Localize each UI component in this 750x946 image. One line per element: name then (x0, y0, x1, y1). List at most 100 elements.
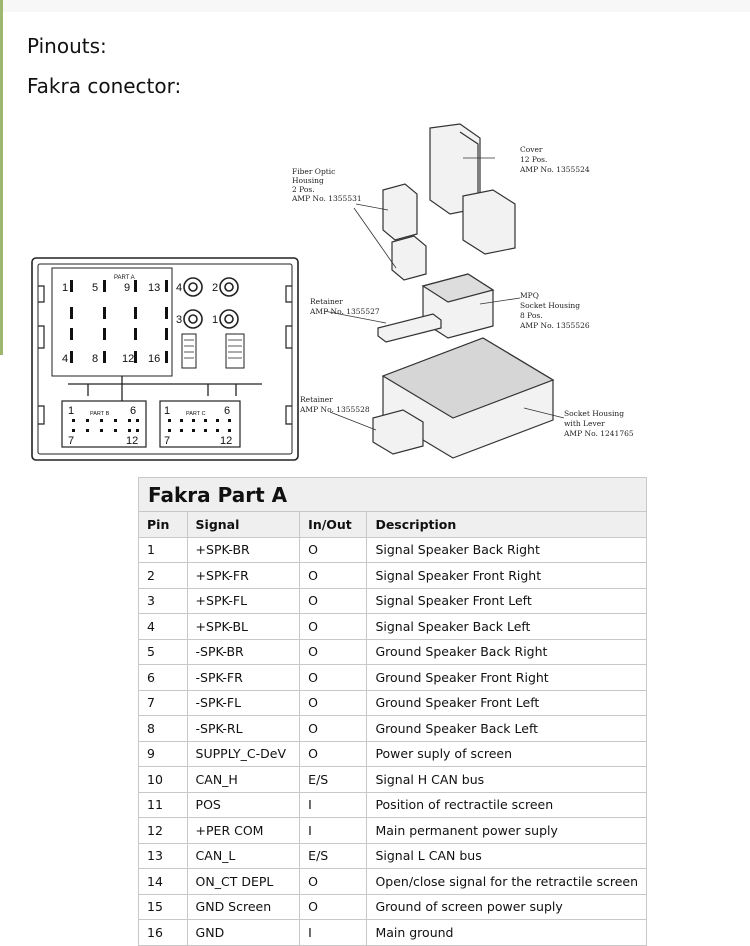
description-cell: Ground Speaker Back Right (366, 638, 647, 665)
svg-text:12: 12 (220, 435, 232, 447)
svg-text:Fiber Optic: Fiber Optic (292, 167, 335, 176)
svg-text:3: 3 (176, 314, 182, 326)
signal-cell: -SPK-BR (186, 638, 301, 665)
signal-cell: CAN_L (186, 842, 301, 869)
in-out-cell: O (299, 638, 368, 665)
svg-text:1: 1 (62, 282, 68, 294)
column-header-signal: Signal (186, 511, 301, 538)
in-out-cell: I (299, 919, 368, 946)
heading-fakra-connector: Fakra conector: (27, 74, 182, 98)
signal-cell: CAN_H (186, 766, 301, 793)
signal-cell: -SPK-FL (186, 689, 301, 716)
description-cell: Signal L CAN bus (366, 842, 647, 869)
svg-text:8 Pos.: 8 Pos. (520, 311, 543, 320)
heading-pinouts: Pinouts: (27, 34, 107, 58)
in-out-cell: O (299, 613, 368, 640)
pin-cell: 11 (138, 791, 188, 818)
svg-text:Retainer: Retainer (310, 297, 343, 306)
pin-cell: 3 (138, 587, 188, 614)
pin-cell: 12 (138, 817, 188, 844)
svg-text:2: 2 (212, 282, 218, 294)
in-out-cell: O (299, 664, 368, 691)
description-cell: Signal Speaker Front Right (366, 562, 647, 589)
signal-cell: +SPK-BR (186, 536, 301, 563)
description-cell: Main permanent power suply (366, 817, 647, 844)
signal-cell: +PER COM (186, 817, 301, 844)
svg-text:1: 1 (212, 314, 218, 326)
exploded-housing-diagram: Cover 12 Pos. AMP No. 1355524 Fiber Opti… (291, 123, 634, 459)
left-accent-rule (0, 0, 3, 355)
svg-text:9: 9 (124, 282, 130, 294)
svg-text:6: 6 (224, 405, 230, 417)
in-out-cell: O (299, 562, 368, 589)
svg-text:12: 12 (122, 353, 134, 365)
in-out-cell: O (299, 536, 368, 563)
description-cell: Ground of screen power suply (366, 893, 647, 920)
pin-cell: 9 (138, 740, 188, 767)
svg-text:16: 16 (148, 353, 160, 365)
svg-text:7: 7 (164, 435, 170, 447)
svg-text:with Lever: with Lever (564, 419, 605, 428)
description-cell: Signal Speaker Back Right (366, 536, 647, 563)
svg-text:AMP No. 1355528: AMP No. 1355528 (299, 405, 370, 414)
svg-text:AMP No. 1355531: AMP No. 1355531 (291, 194, 362, 203)
svg-text:4: 4 (176, 282, 182, 294)
signal-cell: +SPK-FR (186, 562, 301, 589)
description-cell: Signal H CAN bus (366, 766, 647, 793)
svg-text:AMP No. 1355527: AMP No. 1355527 (309, 307, 380, 316)
svg-text:1: 1 (164, 405, 170, 417)
in-out-cell: I (299, 817, 368, 844)
in-out-cell: O (299, 893, 368, 920)
pin-cell: 10 (138, 766, 188, 793)
pin-cell: 2 (138, 562, 188, 589)
in-out-cell: O (299, 868, 368, 895)
pin-cell: 8 (138, 715, 188, 742)
svg-text:Retainer: Retainer (300, 395, 333, 404)
svg-text:MPQ: MPQ (520, 291, 539, 300)
signal-cell: ON_CT DEPL (186, 868, 301, 895)
description-cell: Ground Speaker Front Left (366, 689, 647, 716)
column-header-in-out: In/Out (299, 511, 368, 538)
svg-text:8: 8 (92, 353, 98, 365)
description-cell: Ground Speaker Front Right (366, 664, 647, 691)
pin-cell: 6 (138, 664, 188, 691)
svg-text:6: 6 (130, 405, 136, 417)
pin-cell: 4 (138, 613, 188, 640)
description-cell: Main ground (366, 919, 647, 946)
table-title: Fakra Part A (138, 477, 647, 512)
signal-cell: POS (186, 791, 301, 818)
signal-cell: GND Screen (186, 893, 301, 920)
description-cell: Signal Speaker Front Left (366, 587, 647, 614)
svg-text:13: 13 (148, 282, 160, 294)
part-a-label: PART A (114, 275, 135, 281)
svg-text:7: 7 (68, 435, 74, 447)
part-c-label: PART C (186, 411, 206, 417)
pin-cell: 1 (138, 536, 188, 563)
description-cell: Open/close signal for the retractile scr… (366, 868, 647, 895)
svg-text:Socket Housing: Socket Housing (520, 301, 580, 310)
signal-cell: +SPK-FL (186, 587, 301, 614)
svg-text:Housing: Housing (292, 176, 324, 185)
pin-cell: 14 (138, 868, 188, 895)
pin-cell: 7 (138, 689, 188, 716)
pin-cell: 5 (138, 638, 188, 665)
signal-cell: SUPPLY_C-DeV (186, 740, 301, 767)
description-cell: Signal Speaker Back Left (366, 613, 647, 640)
svg-text:12 Pos.: 12 Pos. (520, 155, 547, 164)
svg-text:AMP No. 1241765: AMP No. 1241765 (563, 429, 634, 438)
in-out-cell: E/S (299, 842, 368, 869)
column-header-pin: Pin (138, 511, 188, 538)
